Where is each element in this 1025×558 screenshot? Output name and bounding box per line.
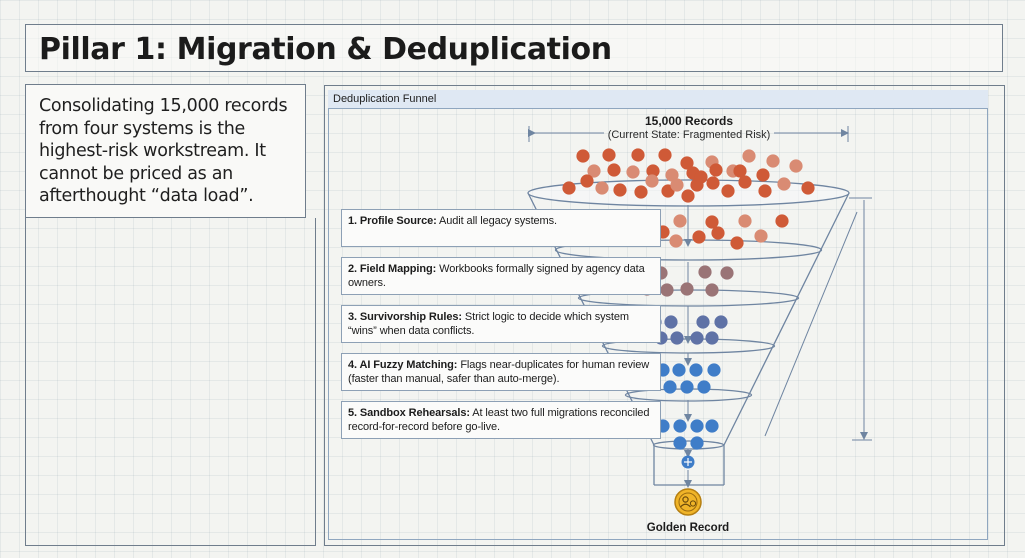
record-dot [738,214,752,228]
left-lower-frame [25,218,316,546]
record-dot [742,149,756,163]
merge-icon [681,455,695,469]
record-dot [766,154,780,168]
record-dot [690,419,704,433]
record-dot [705,331,719,345]
record-dot [694,170,708,184]
record-dot [665,168,679,182]
record-dot [663,380,677,394]
record-dot [664,315,678,329]
record-dot [658,148,672,162]
record-dot [756,168,770,182]
record-dot [672,363,686,377]
record-dot [607,163,621,177]
step-ai-fuzzy-matching: 4. AI Fuzzy Matching: Flags near-duplica… [341,353,661,391]
record-dot [626,165,640,179]
funnel-panel [324,85,1005,546]
record-dot [602,148,616,162]
golden-record-icon [674,488,702,516]
record-dot [721,184,735,198]
record-dot [777,177,791,191]
step-sandbox-rehearsals: 5. Sandbox Rehearsals: At least two full… [341,401,661,439]
record-dot [680,380,694,394]
record-dot [690,436,704,450]
record-dot [789,159,803,173]
record-dot [690,331,704,345]
side-dimension-line [764,197,872,441]
record-dot [711,226,725,240]
record-dot [738,175,752,189]
record-dot [680,156,694,170]
record-dot [705,419,719,433]
golden-record-label: Golden Record [647,522,729,534]
record-dot [697,380,711,394]
title-box: Pillar 1: Migration & Deduplication [25,24,1003,72]
step-description: At least two full migrations reconciled … [348,407,650,433]
record-dot [680,282,694,296]
record-dot [660,283,674,297]
step-title: 5. Sandbox Rehearsals: [348,407,470,419]
record-dot [720,266,734,280]
record-dot [670,178,684,192]
record-dot [733,164,747,178]
record-dot [696,315,710,329]
record-dot [613,183,627,197]
record-dot [714,315,728,329]
step-title: 3. Survivorship Rules: [348,311,462,323]
step-field-mapping: 2. Field Mapping: Workbooks formally sig… [341,257,661,295]
record-dot [673,419,687,433]
step-title: 1. Profile Source: [348,215,437,227]
record-dot [673,436,687,450]
record-dot [645,174,659,188]
current-state-label: (Current State: Fragmented Risk) [608,129,771,141]
record-dot [646,164,660,178]
record-dot [705,215,719,229]
record-dot [562,181,576,195]
record-dot [709,163,723,177]
record-dot [707,363,721,377]
step-description: Audit all legacy systems. [439,215,557,227]
record-dot [580,174,594,188]
top-dimension-line [528,126,849,142]
step-description: Flags near-duplicates for human review (… [348,359,650,385]
record-dot [775,214,789,228]
record-dot [689,363,703,377]
record-dot [801,181,815,195]
step-description: Workbooks formally signed by agency data… [348,263,645,289]
record-dot [576,149,590,163]
record-dot [669,234,683,248]
record-dot [681,189,695,203]
record-dot [631,148,645,162]
record-dot [754,229,768,243]
record-dot [705,283,719,297]
record-dot [758,184,772,198]
record-dot [595,181,609,195]
record-dot [698,265,712,279]
records-count-label: 15,000 Records [645,114,733,128]
panel-title: Deduplication Funnel [328,90,988,109]
step-title: 4. AI Fuzzy Matching: [348,359,458,371]
step-survivorship-rules: 3. Survivorship Rules: Strict logic to d… [341,305,661,343]
record-dot [673,214,687,228]
record-dot [670,331,684,345]
record-dot [587,164,601,178]
page-title: Pillar 1: Migration & Deduplication [39,32,612,67]
step-description: Strict logic to decide which system “win… [348,311,629,337]
intro-box: Consolidating 15,000 records from four s… [25,84,306,218]
record-dot [634,185,648,199]
record-dot [730,236,744,250]
step-profile-source: 1. Profile Source: Audit all legacy syst… [341,209,661,247]
intro-text: Consolidating 15,000 records from four s… [39,96,288,206]
record-dot [692,230,706,244]
record-dot [706,176,720,190]
step-title: 2. Field Mapping: [348,263,437,275]
